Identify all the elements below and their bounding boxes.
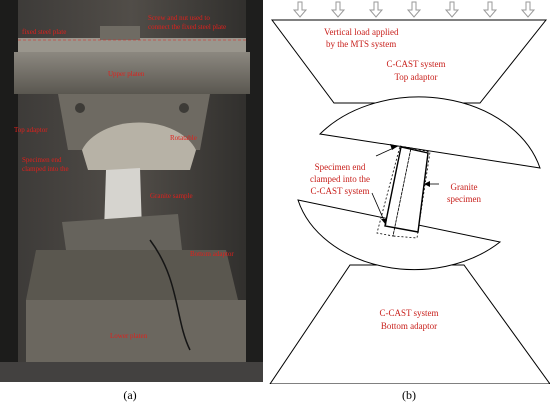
label-bottom-1: C-CAST system (379, 308, 438, 318)
ann-fixed-plate: fixed steel plate (22, 28, 66, 36)
arrowhead-icon (381, 219, 387, 225)
down-arrow-icon (406, 1, 422, 18)
bottom-adaptor (26, 250, 238, 300)
down-arrow-icon (330, 1, 346, 18)
label-load-2: by the MTS system (326, 39, 396, 49)
fixed-steel-plate (18, 38, 246, 52)
label-top-1: C-CAST system (386, 59, 445, 69)
photo-test-rig: fixed steel plate Screw and nut used to … (0, 0, 263, 382)
down-arrow-icon (444, 1, 460, 18)
label-load-1: Vertical load applied (324, 27, 399, 37)
sensor-cable (149, 239, 191, 351)
ann-granite: Granite sample (150, 192, 193, 200)
top-clamp-shape (318, 96, 541, 169)
photo-illustration: fixed steel plate Screw and nut used to … (0, 0, 263, 382)
label-specimen-3: C-CAST system (310, 186, 369, 196)
down-arrow-icon (368, 1, 384, 18)
ann-upper-platen: Upper platen (108, 70, 145, 78)
bolt-icon (75, 103, 85, 113)
ann-screw-2: connect the fixed steel plate (148, 23, 226, 31)
ann-lower-platen: Lower platen (110, 332, 148, 340)
label-specimen-1: Specimen end (315, 162, 366, 172)
frame-column-right (246, 0, 263, 382)
schematic-diagram: Vertical load applied by the MTS system … (268, 0, 550, 385)
frame-column-left (0, 0, 18, 382)
clamped-end-outline (376, 145, 412, 237)
granite-specimen-shape (384, 146, 429, 233)
caption-b: (b) (402, 388, 416, 402)
label-bottom-2: Bottom adaptor (381, 321, 437, 331)
ann-specimen-end: Specimen end (22, 156, 62, 164)
ann-bottom-adaptor: Bottom adaptor (190, 250, 234, 258)
schematic-svg: Vertical load applied by the MTS system … (269, 1, 550, 385)
label-top-2: Top adaptor (394, 72, 437, 82)
caption-a: (a) (123, 388, 137, 402)
ann-top-adaptor: Top adaptor (14, 126, 48, 134)
down-arrow-icon (520, 1, 536, 18)
screw-nut (100, 26, 140, 40)
bottom-clamp-shape (297, 199, 502, 270)
clamped-end-outline (392, 147, 431, 239)
label-granite-1: Granite (451, 182, 478, 192)
arrowhead-icon (424, 181, 430, 187)
label-granite-2: specimen (447, 194, 481, 204)
granite-sample (104, 168, 142, 232)
base-table (0, 362, 263, 382)
bolt-icon (179, 103, 189, 113)
arrowhead-icon (390, 144, 398, 150)
down-arrow-icon (292, 1, 308, 18)
down-arrow-icon (482, 1, 498, 18)
upper-platen (14, 52, 250, 94)
ann-screw: Screw and nut used to (148, 14, 210, 22)
load-arrows (292, 1, 536, 18)
top-adaptor-shape (271, 19, 548, 104)
top-clamp-disc (82, 122, 196, 170)
label-specimen-2: clamped into the (310, 174, 370, 184)
ann-rotate: Rotatable (170, 134, 197, 142)
lower-platen (26, 300, 246, 362)
ann-clamped: clamped into the (22, 165, 69, 173)
